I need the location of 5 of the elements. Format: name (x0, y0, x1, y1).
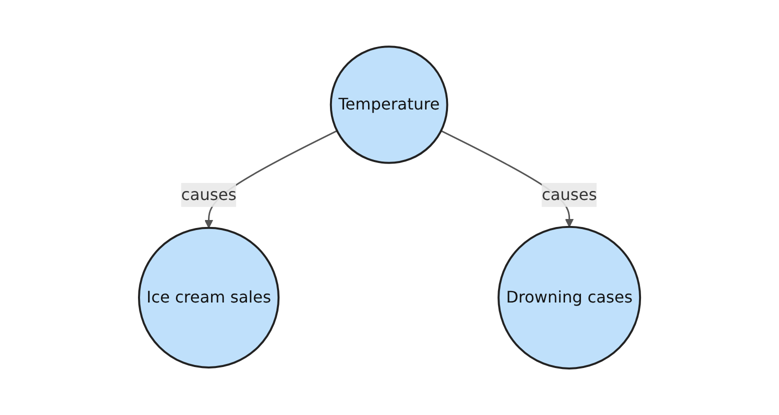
node-circle: Temperature (330, 46, 448, 164)
edge-label: causes (181, 184, 236, 204)
node-circle: Drowning cases (498, 226, 642, 370)
edge-label: causes (542, 184, 597, 204)
node-circle: Ice cream sales (138, 226, 280, 368)
